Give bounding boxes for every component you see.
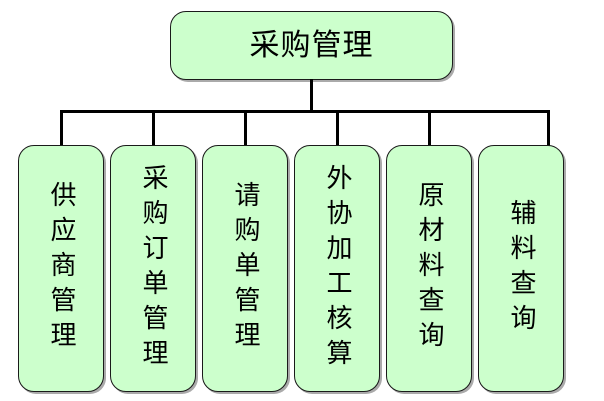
connector-drop-4 bbox=[336, 110, 339, 146]
connector-drop-6 bbox=[547, 110, 550, 146]
connector-root-stem bbox=[310, 79, 313, 112]
node-child-auxiliary-material-query[interactable]: 辅料查询 bbox=[478, 145, 564, 392]
connector-drop-1 bbox=[60, 110, 63, 146]
node-child-label-6: 辅料查询 bbox=[506, 198, 536, 339]
node-child-label-5: 原材料查询 bbox=[414, 181, 444, 356]
node-child-purchase-order-management[interactable]: 采购订单管理 bbox=[110, 145, 196, 392]
connector-drop-2 bbox=[152, 110, 155, 146]
node-child-label-4: 外协加工核算 bbox=[322, 163, 352, 374]
node-child-label-1: 供应商管理 bbox=[46, 181, 76, 356]
node-child-supplier-management[interactable]: 供应商管理 bbox=[18, 145, 104, 392]
node-child-label-3: 请购单管理 bbox=[230, 181, 260, 356]
node-child-outsourced-processing-accounting[interactable]: 外协加工核算 bbox=[294, 145, 380, 392]
connector-drop-3 bbox=[244, 110, 247, 146]
node-child-raw-material-query[interactable]: 原材料查询 bbox=[386, 145, 472, 392]
connector-horizontal-bus bbox=[60, 110, 550, 113]
node-child-label-2: 采购订单管理 bbox=[138, 163, 168, 374]
node-child-requisition-management[interactable]: 请购单管理 bbox=[202, 145, 288, 392]
connector-drop-5 bbox=[428, 110, 431, 146]
node-root-procurement-management[interactable]: 采购管理 bbox=[170, 11, 453, 80]
node-root-label: 采购管理 bbox=[249, 27, 374, 63]
